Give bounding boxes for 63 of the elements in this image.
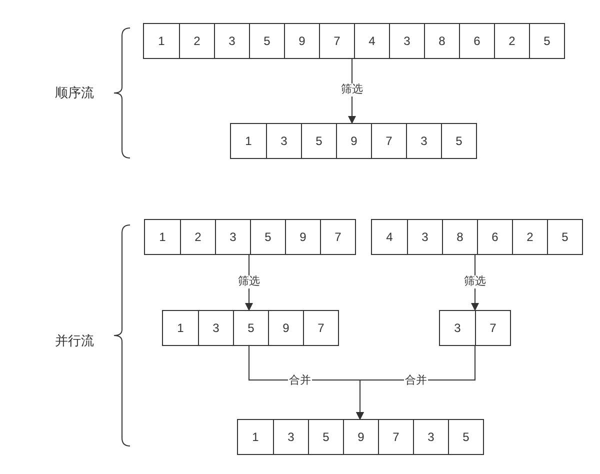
number-cell: 3 [413,420,448,454]
number-cell: 5 [547,220,582,254]
array-strip [371,219,583,255]
number-cell: 3 [273,420,308,454]
number-cell: 9 [268,311,303,345]
number-cell: 5 [301,124,336,158]
number-cell: 5 [233,311,268,345]
number-cell: 7 [320,220,355,254]
number-cell: 5 [441,124,476,158]
edge-label: 筛选 [237,276,261,288]
edge-label: 合并 [404,374,428,388]
number-cell: 9 [284,24,319,58]
number-cell: 9 [343,420,378,454]
number-cell: 2 [179,24,214,58]
edge-label: 筛选 [463,276,487,288]
number-cell: 1 [145,220,180,254]
number-cell: 8 [442,220,477,254]
number-cell: 5 [448,420,483,454]
number-cell: 3 [406,124,441,158]
array-strip [143,23,565,59]
number-cell: 3 [266,124,301,158]
number-cell: 5 [529,24,564,58]
array-strip [237,419,484,455]
number-cell: 5 [249,24,284,58]
edge-label: 筛选 [340,84,364,96]
array-strip [439,310,511,346]
arrow [245,254,253,311]
number-cell: 1 [144,24,179,58]
number-cell: 4 [372,220,407,254]
number-cell: 7 [319,24,354,58]
number-cell: 6 [477,220,512,254]
array-strip [144,219,356,255]
stream-label: 并行流 [55,332,94,350]
number-cell: 1 [163,311,198,345]
array-strip [162,310,339,346]
number-cell: 3 [389,24,424,58]
arrow [356,346,476,420]
number-cell: 3 [215,220,250,254]
number-cell: 2 [512,220,547,254]
number-cell: 1 [231,124,266,158]
number-cell: 8 [424,24,459,58]
number-cell: 2 [180,220,215,254]
number-cell: 3 [214,24,249,58]
number-cell: 7 [475,311,510,345]
number-cell: 1 [238,420,273,454]
number-cell: 7 [378,420,413,454]
number-cell: 3 [440,311,475,345]
number-cell: 9 [285,220,320,254]
stream-label: 顺序流 [55,84,94,102]
array-strip [230,123,477,159]
number-cell: 3 [198,311,233,345]
number-cell: 2 [494,24,529,58]
number-cell: 9 [336,124,371,158]
number-cell: 5 [308,420,343,454]
number-cell: 4 [354,24,389,58]
arrow [348,58,356,124]
number-cell: 7 [371,124,406,158]
edge-label: 合并 [288,374,312,388]
number-cell: 3 [407,220,442,254]
arrow [471,254,479,311]
number-cell: 5 [250,220,285,254]
number-cell: 6 [459,24,494,58]
number-cell: 7 [303,311,338,345]
